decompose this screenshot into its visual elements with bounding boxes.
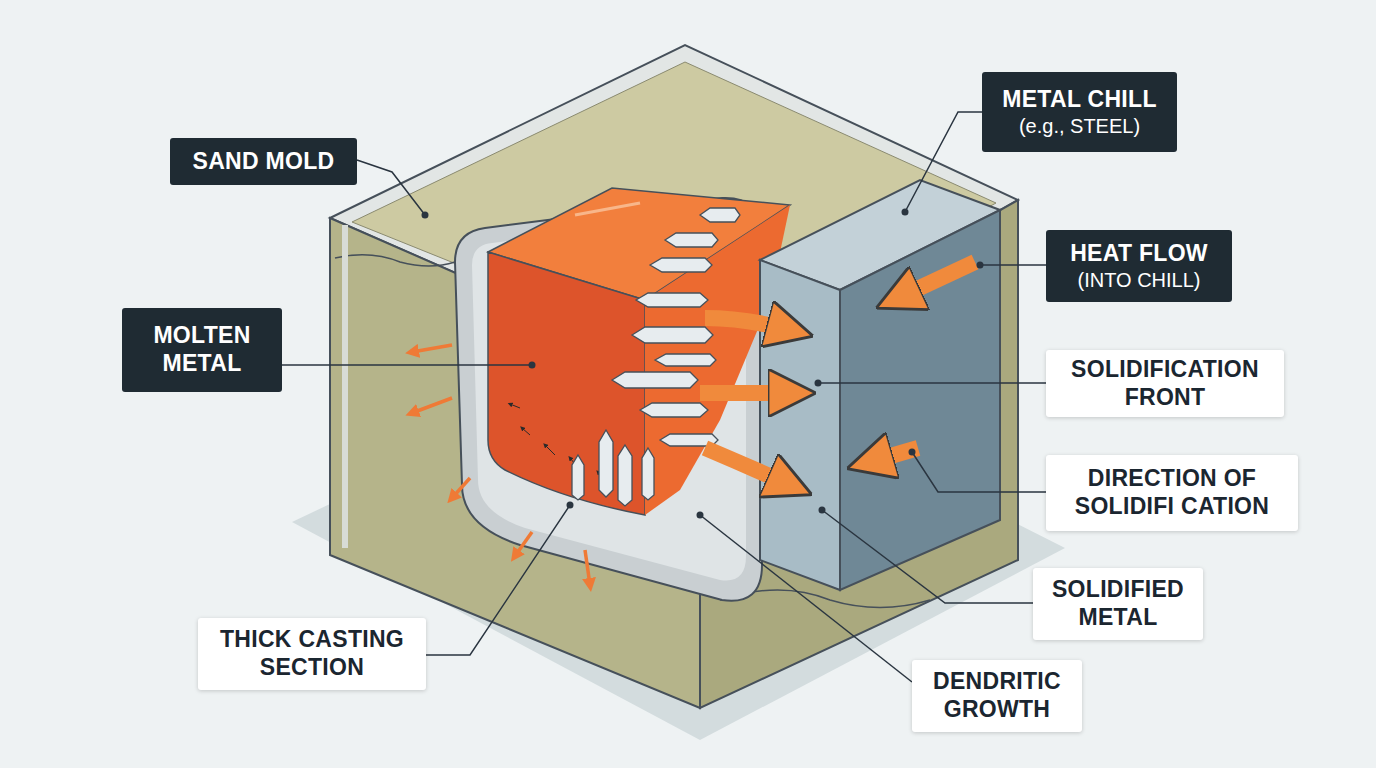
leader-lines [282,112,1046,682]
callout-box-dark: HEAT FLOW(INTO CHILL) [1046,230,1232,302]
callout-box: SOLIDIFICATION FRONT [1046,350,1284,417]
callout-sublabel: (INTO CHILL) [1078,268,1201,292]
heat-flow-arrow [898,262,975,298]
heat-flow-arrow [705,318,790,330]
heat-flow-arrow [705,448,790,485]
mold-edge-highlight [342,225,348,548]
heat-loss-arrow [452,478,470,498]
dendrite-crystal [632,327,713,343]
callout-label: DENDRITIC GROWTH [924,668,1070,723]
leader-line [818,382,1046,384]
leader-dot [902,209,909,216]
dendrite-crystal [618,445,632,506]
flow-arrow [545,445,555,455]
dendrite-crystal [636,293,708,307]
leader-dot [909,449,916,456]
leader-line [905,112,982,212]
leader-dot [422,212,429,219]
dendrite-crystal [612,372,698,388]
leader-line [425,505,570,655]
callout-label: DIRECTION OF SOLIDIFI CATION [1058,465,1286,520]
leader-line [912,452,1046,492]
heat-flow-arrows [700,262,975,485]
heat-loss-arrow [412,345,452,352]
heat-flow-arrow [700,385,792,401]
heat-flow-arrow [870,448,918,462]
leader-dot [697,512,704,519]
callout-label: MOLTEN METAL [134,322,270,377]
callout-label: THICK CASTING SECTION [210,626,414,681]
callout-sublabel: (e.g., STEEL) [1019,114,1140,138]
dendrite-crystal [572,455,584,500]
callout-label: HEAT FLOW [1070,240,1208,268]
dendrite-crystal [642,448,654,500]
leader-line [700,515,912,682]
callout-label: SOLIDIFICATION FRONT [1058,356,1272,411]
leader-dot [815,380,822,387]
callout-label: SOLIDIFIED METAL [1045,576,1191,631]
dendrite-crystal [599,430,613,497]
chill-front-face [760,260,840,590]
dendrite-crystal [655,354,716,366]
flow-arrow [522,428,530,435]
callout-box-dark: METAL CHILL(e.g., STEEL) [982,72,1177,152]
flow-arrow [510,404,520,408]
heat-loss-arrow [412,398,452,413]
callout-box: DIRECTION OF SOLIDIFI CATION [1046,455,1298,531]
leader-dot [567,502,574,509]
leader-line [822,510,1033,603]
leader-dot [819,507,826,514]
heat-loss-arrow [585,550,590,585]
callout-box: SOLIDIFIED METAL [1033,568,1203,640]
dendrite-crystal [665,233,718,247]
callout-box: THICK CASTING SECTION [198,618,426,690]
callout-box: DENDRITIC GROWTH [912,660,1082,732]
callout-box-dark: MOLTEN METAL [122,308,282,392]
dendrite-crystal [640,403,708,417]
leader-dot [977,262,984,269]
leader-dots [422,209,984,519]
callout-box-dark: SAND MOLD [170,138,357,185]
leader-dot [529,362,536,369]
heat-loss-arrows [412,345,590,585]
heat-loss-arrow [515,532,532,556]
molten-highlight [575,203,640,215]
leader-line [980,264,1046,266]
chill-side-face [840,210,1000,590]
leader-line [357,160,425,215]
dendrite-crystal [650,258,712,272]
callout-label: METAL CHILL [1002,86,1157,114]
sand-layer-line [335,255,455,266]
dendrite-crystal [700,208,740,222]
leader-line [282,364,532,366]
dendrite-crystals [572,208,740,506]
callout-label: SAND MOLD [193,148,335,176]
